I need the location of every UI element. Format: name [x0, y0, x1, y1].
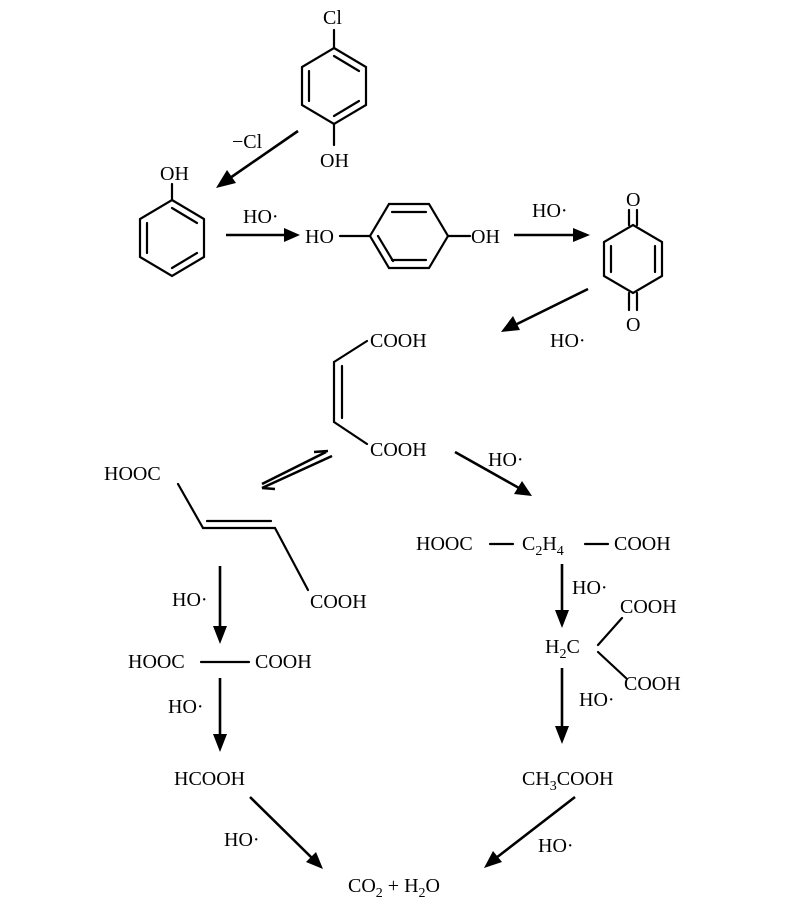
ring-double-bond [332, 54, 361, 73]
oh-label: OH [160, 163, 189, 185]
oh-label: OH [320, 150, 349, 172]
fumaric-to-oxalic-arrow: HO· [172, 566, 227, 644]
equilibrium-arrows [261, 449, 333, 491]
succinic-to-malonic-arrow: HO· [555, 564, 608, 628]
ho-radical-label: HO· [172, 589, 208, 611]
arrow-shaft [495, 795, 576, 860]
oxalic-acid-structure: HOOC COOH [128, 651, 312, 673]
cooh-label: COOH [255, 651, 312, 673]
arrow-head [555, 726, 569, 744]
arrow-head [213, 626, 227, 644]
forward-half-arrow [261, 450, 327, 486]
ho-radical-label: HO· [550, 330, 586, 352]
hydroxylation-arrow: HO· [226, 206, 300, 242]
minus-cl-label: −Cl [232, 131, 263, 153]
formic-to-mineralization-arrow: HO· [224, 796, 323, 869]
ring-double-bond [376, 234, 395, 263]
hydroquinone-ring [368, 202, 450, 270]
malonic-acid-structure: COOH H2C COOH [545, 596, 681, 695]
acetic-to-mineralization-arrow: HO· [484, 795, 576, 868]
arrow-shaft [454, 450, 520, 490]
formic-acid-structure: HCOOH [174, 768, 245, 790]
ho-radical-label: HO· [224, 829, 260, 851]
fumaric-acid-structure: HOOC COOH [104, 463, 367, 613]
ring-double-bond [170, 251, 199, 270]
forward-barb [313, 449, 329, 454]
ho-radical-label: HO· [538, 835, 574, 857]
hooc-label: HOOC [128, 651, 185, 673]
co2-h2o-label: CO2 + H2O [348, 875, 440, 901]
arrow-head [555, 610, 569, 628]
arrow-shaft [249, 796, 313, 859]
ho-label: HO [305, 226, 334, 248]
o-label-top: O [626, 189, 640, 211]
maleic-to-succinic-arrow: HO· [454, 449, 532, 496]
arrow-head [484, 851, 502, 868]
hydroquinone-structure: HO OH [305, 202, 500, 270]
c-c-bond [332, 420, 369, 446]
arrow-head [216, 170, 236, 188]
oxalic-to-formic-arrow: HO· [168, 678, 227, 752]
reverse-half-arrow [261, 454, 333, 490]
oh-label: OH [471, 226, 500, 248]
acetic-acid-structure: CH3COOH [522, 768, 613, 794]
benzoquinone-structure: O O [602, 189, 664, 336]
oxidation-arrow: HO· [514, 200, 590, 242]
c-c-bond [273, 526, 310, 592]
c2h4-label: C2H4 [522, 533, 564, 559]
chlorophenol-ring [300, 46, 368, 126]
phenol-structure: OH [138, 163, 206, 278]
cooh-label-top: COOH [620, 596, 677, 618]
arrow-shaft [229, 129, 299, 180]
arrow-shaft [514, 287, 589, 327]
ho-radical-label: HO· [532, 200, 568, 222]
o-label-bottom: O [626, 314, 640, 336]
arrow-head [514, 481, 532, 496]
cl-label: Cl [323, 7, 342, 29]
maleic-acid-structure: COOH COOH [332, 330, 427, 461]
hooc-label: HOOC [416, 533, 473, 555]
reverse-barb [261, 486, 276, 491]
h2c-label: H2C [545, 636, 580, 662]
arrow-head [573, 228, 590, 242]
ho-radical-label: HO· [579, 689, 615, 711]
final-products: CO2 + H2O [348, 875, 440, 901]
dechlorination-arrow: −Cl [216, 129, 299, 188]
chlorophenol-structure: Cl OH [300, 7, 368, 172]
ring-opening-arrow: HO· [501, 287, 589, 352]
cooh-label: COOH [614, 533, 671, 555]
hooc-label: HOOC [104, 463, 161, 485]
cooh-label-top: COOH [370, 330, 427, 352]
ring-double-bond [332, 99, 361, 118]
ho-radical-label: HO· [168, 696, 204, 718]
cooh-label-bottom: COOH [624, 673, 681, 695]
phenol-ring [138, 198, 206, 278]
malonic-to-acetic-arrow: HO· [555, 668, 615, 744]
arrow-head [306, 852, 323, 869]
cooh-label-bottom: COOH [370, 439, 427, 461]
cooh-label: COOH [310, 591, 367, 613]
ho-radical-label: HO· [488, 449, 524, 471]
arrow-head [284, 228, 300, 242]
c-c-bond [596, 616, 624, 647]
arrow-head [213, 734, 227, 752]
c-c-bond [332, 339, 369, 364]
succinic-acid-structure: HOOC C2H4 COOH [416, 533, 671, 559]
formic-label: HCOOH [174, 768, 245, 790]
benzoquinone-ring [602, 223, 664, 295]
acetic-label: CH3COOH [522, 768, 613, 794]
c-c-bond [596, 650, 628, 680]
ring-double-bond [170, 206, 199, 225]
arrow-head [501, 316, 520, 332]
c-c-bond [176, 482, 205, 530]
ho-radical-label: HO· [572, 577, 608, 599]
ho-radical-label: HO· [243, 206, 279, 228]
